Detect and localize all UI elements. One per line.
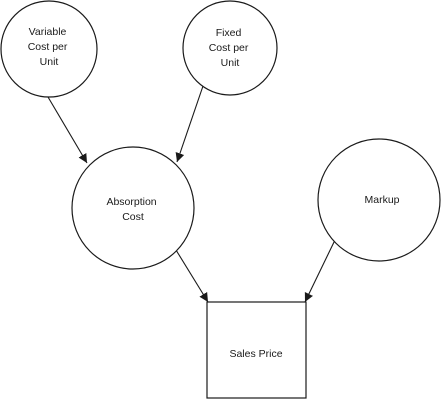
node-label: Variable Cost per Unit xyxy=(28,26,71,68)
edges-layer xyxy=(47,85,336,303)
node-absorption-cost: Absorption Cost xyxy=(71,146,195,270)
arrow-markup-to-sales xyxy=(304,239,336,303)
node-label-line: Unit xyxy=(221,57,240,69)
node-sales-price: Sales Price xyxy=(206,301,307,399)
node-markup: Markup xyxy=(317,138,441,262)
node-variable-cost-per-unit: Variable Cost per Unit xyxy=(0,0,98,98)
node-label: Fixed Cost per Unit xyxy=(209,27,252,69)
node-label: Absorption Cost xyxy=(106,196,159,223)
node-label: Sales Price xyxy=(229,348,282,360)
node-label-line: Variable xyxy=(29,26,67,38)
node-label-line: Unit xyxy=(40,56,59,68)
arrow-absorption-to-sales xyxy=(175,249,209,303)
node-label-line: Cost per xyxy=(28,41,68,53)
node-label: Markup xyxy=(364,194,399,206)
arrow-fixed-to-absorption xyxy=(175,85,204,163)
node-label-line: Absorption xyxy=(106,196,156,208)
node-fixed-cost-per-unit: Fixed Cost per Unit xyxy=(182,0,278,96)
node-label-line: Sales Price xyxy=(229,348,282,360)
arrow-variable-to-absorption xyxy=(47,96,88,164)
node-label-line: Cost xyxy=(122,211,144,223)
node-label-line: Fixed xyxy=(216,27,242,39)
node-label-line: Cost per xyxy=(209,42,249,54)
node-label-line: Markup xyxy=(364,194,399,206)
